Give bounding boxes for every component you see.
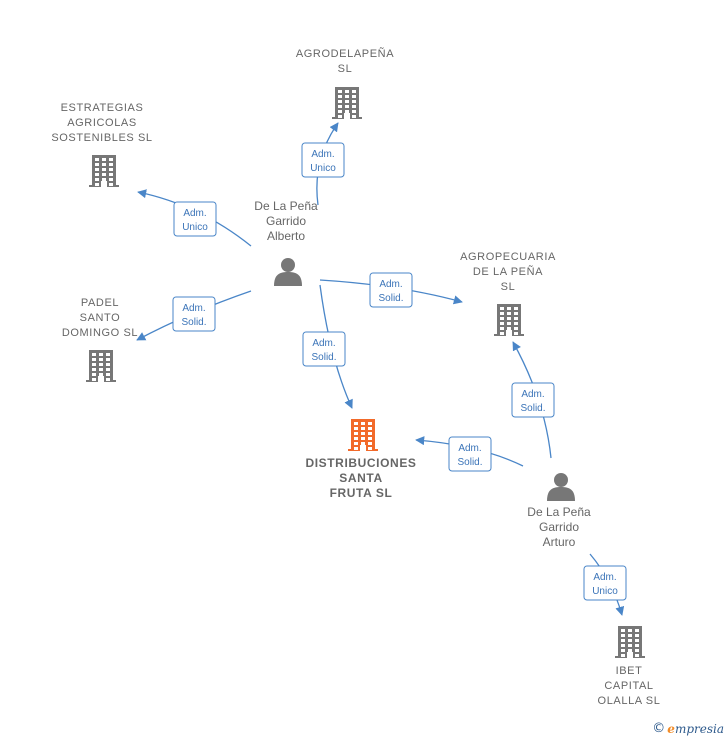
- person-icon: [274, 258, 302, 286]
- person-label-alberto-line: De La Peña: [254, 199, 318, 213]
- relation-role: Adm. Unico: [182, 208, 208, 233]
- relation-badge-box: [448, 436, 492, 472]
- relation-role-line: Solid.: [457, 457, 482, 468]
- company-label-distribuciones-line: FRUTA SL: [330, 486, 393, 500]
- relation-role: Adm. Solid.: [311, 338, 336, 363]
- person-label-arturo-line: Garrido: [539, 520, 579, 534]
- person-icon: [547, 473, 575, 501]
- building-icon: [86, 350, 116, 382]
- relation-role-line: Adm.: [521, 389, 544, 400]
- relation-role-line: Solid.: [311, 352, 336, 363]
- building-icon: [332, 87, 362, 119]
- company-label-estrategias-line: SOSTENIBLES SL: [51, 132, 152, 144]
- relation-role-line: Adm.: [183, 208, 206, 219]
- company-label-agropecuaria-line: AGROPECUARIA: [460, 251, 556, 263]
- company-label-padel-line: DOMINGO SL: [62, 327, 138, 339]
- company-label-padel-line: SANTO: [80, 312, 121, 324]
- building-icon: [348, 419, 378, 451]
- relation-badge-box: [173, 201, 217, 237]
- footer-credit[interactable]: © empresia: [652, 721, 724, 736]
- company-label-agropecuaria-line: SL: [501, 281, 516, 293]
- company-label-estrategias-line: AGRICOLAS: [67, 117, 137, 129]
- company-label-distribuciones-line: SANTA: [339, 471, 382, 485]
- relation-role-line: Unico: [310, 163, 336, 174]
- relation-role: Adm. Solid.: [181, 303, 206, 328]
- company-label-agropecuaria-line: DE LA PEÑA: [473, 265, 543, 278]
- company-label-agrodelapena-line: SL: [338, 63, 353, 75]
- relation-role: Adm. Solid.: [457, 443, 482, 468]
- person-label-arturo-line: De La Peña: [527, 505, 591, 519]
- relation-badge-box: [301, 142, 345, 178]
- relation-role-line: Solid.: [378, 293, 403, 304]
- relation-badge[interactable]: Adm. Solid.: [511, 382, 555, 418]
- company-label-distribuciones-line: DISTRIBUCIONES: [305, 456, 416, 470]
- company-label-padel-line: PADEL: [81, 297, 119, 309]
- relation-badge[interactable]: Adm. Solid.: [172, 296, 216, 332]
- relation-badge[interactable]: Adm. Solid.: [302, 331, 346, 367]
- relation-role-line: Adm.: [311, 149, 334, 160]
- building-icon: [615, 626, 645, 658]
- company-label-agrodelapena[interactable]: AGRODELAPEÑA SL: [296, 47, 394, 75]
- relation-role-line: Adm.: [458, 443, 481, 454]
- company-label-ibet-line: OLALLA SL: [598, 695, 661, 707]
- relation-badge-box: [172, 296, 216, 332]
- relation-role-line: Unico: [592, 586, 618, 597]
- relation-badge[interactable]: Adm. Unico: [301, 142, 345, 178]
- relation-badge[interactable]: Adm. Solid.: [369, 272, 413, 308]
- relation-role: Adm. Solid.: [378, 279, 403, 304]
- company-label-estrategias[interactable]: ESTRATEGIAS AGRICOLAS SOSTENIBLES SL: [51, 102, 152, 144]
- relation-badge-box: [511, 382, 555, 418]
- company-label-agrodelapena-line: AGRODELAPEÑA: [296, 47, 394, 60]
- relation-badge[interactable]: Adm. Unico: [173, 201, 217, 237]
- relation-role-line: Adm.: [379, 279, 402, 290]
- relation-badge-box: [583, 565, 627, 601]
- relation-role: Adm. Unico: [592, 572, 618, 597]
- person-label-arturo-line: Arturo: [543, 535, 576, 549]
- relation-role-line: Adm.: [593, 572, 616, 583]
- copyright-icon: ©: [652, 721, 666, 736]
- relation-role-line: Adm.: [182, 303, 205, 314]
- relation-role: Adm. Solid.: [520, 389, 545, 414]
- company-label-estrategias-line: ESTRATEGIAS: [61, 102, 144, 114]
- relation-badge-box: [302, 331, 346, 367]
- relation-role-line: Adm.: [312, 338, 335, 349]
- relation-badge-box: [369, 272, 413, 308]
- relation-role-line: Unico: [182, 222, 208, 233]
- relation-role-line: Solid.: [520, 403, 545, 414]
- company-label-ibet[interactable]: IBET CAPITAL OLALLA SL: [598, 665, 661, 707]
- building-icon: [494, 304, 524, 336]
- company-label-padel[interactable]: PADEL SANTO DOMINGO SL: [62, 297, 138, 339]
- relation-badge[interactable]: Adm. Unico: [583, 565, 627, 601]
- company-label-ibet-line: IBET: [616, 665, 643, 677]
- relation-role: Adm. Unico: [310, 149, 336, 174]
- company-label-agropecuaria[interactable]: AGROPECUARIA DE LA PEÑA SL: [460, 251, 556, 293]
- relation-badge[interactable]: Adm. Solid.: [448, 436, 492, 472]
- relation-role-line: Solid.: [181, 317, 206, 328]
- person-label-alberto-line: Garrido: [266, 214, 306, 228]
- company-label-ibet-line: CAPITAL: [604, 680, 653, 692]
- building-icon: [89, 155, 119, 187]
- person-label-alberto-line: Alberto: [267, 229, 305, 243]
- brand-logo: empresia: [667, 721, 724, 736]
